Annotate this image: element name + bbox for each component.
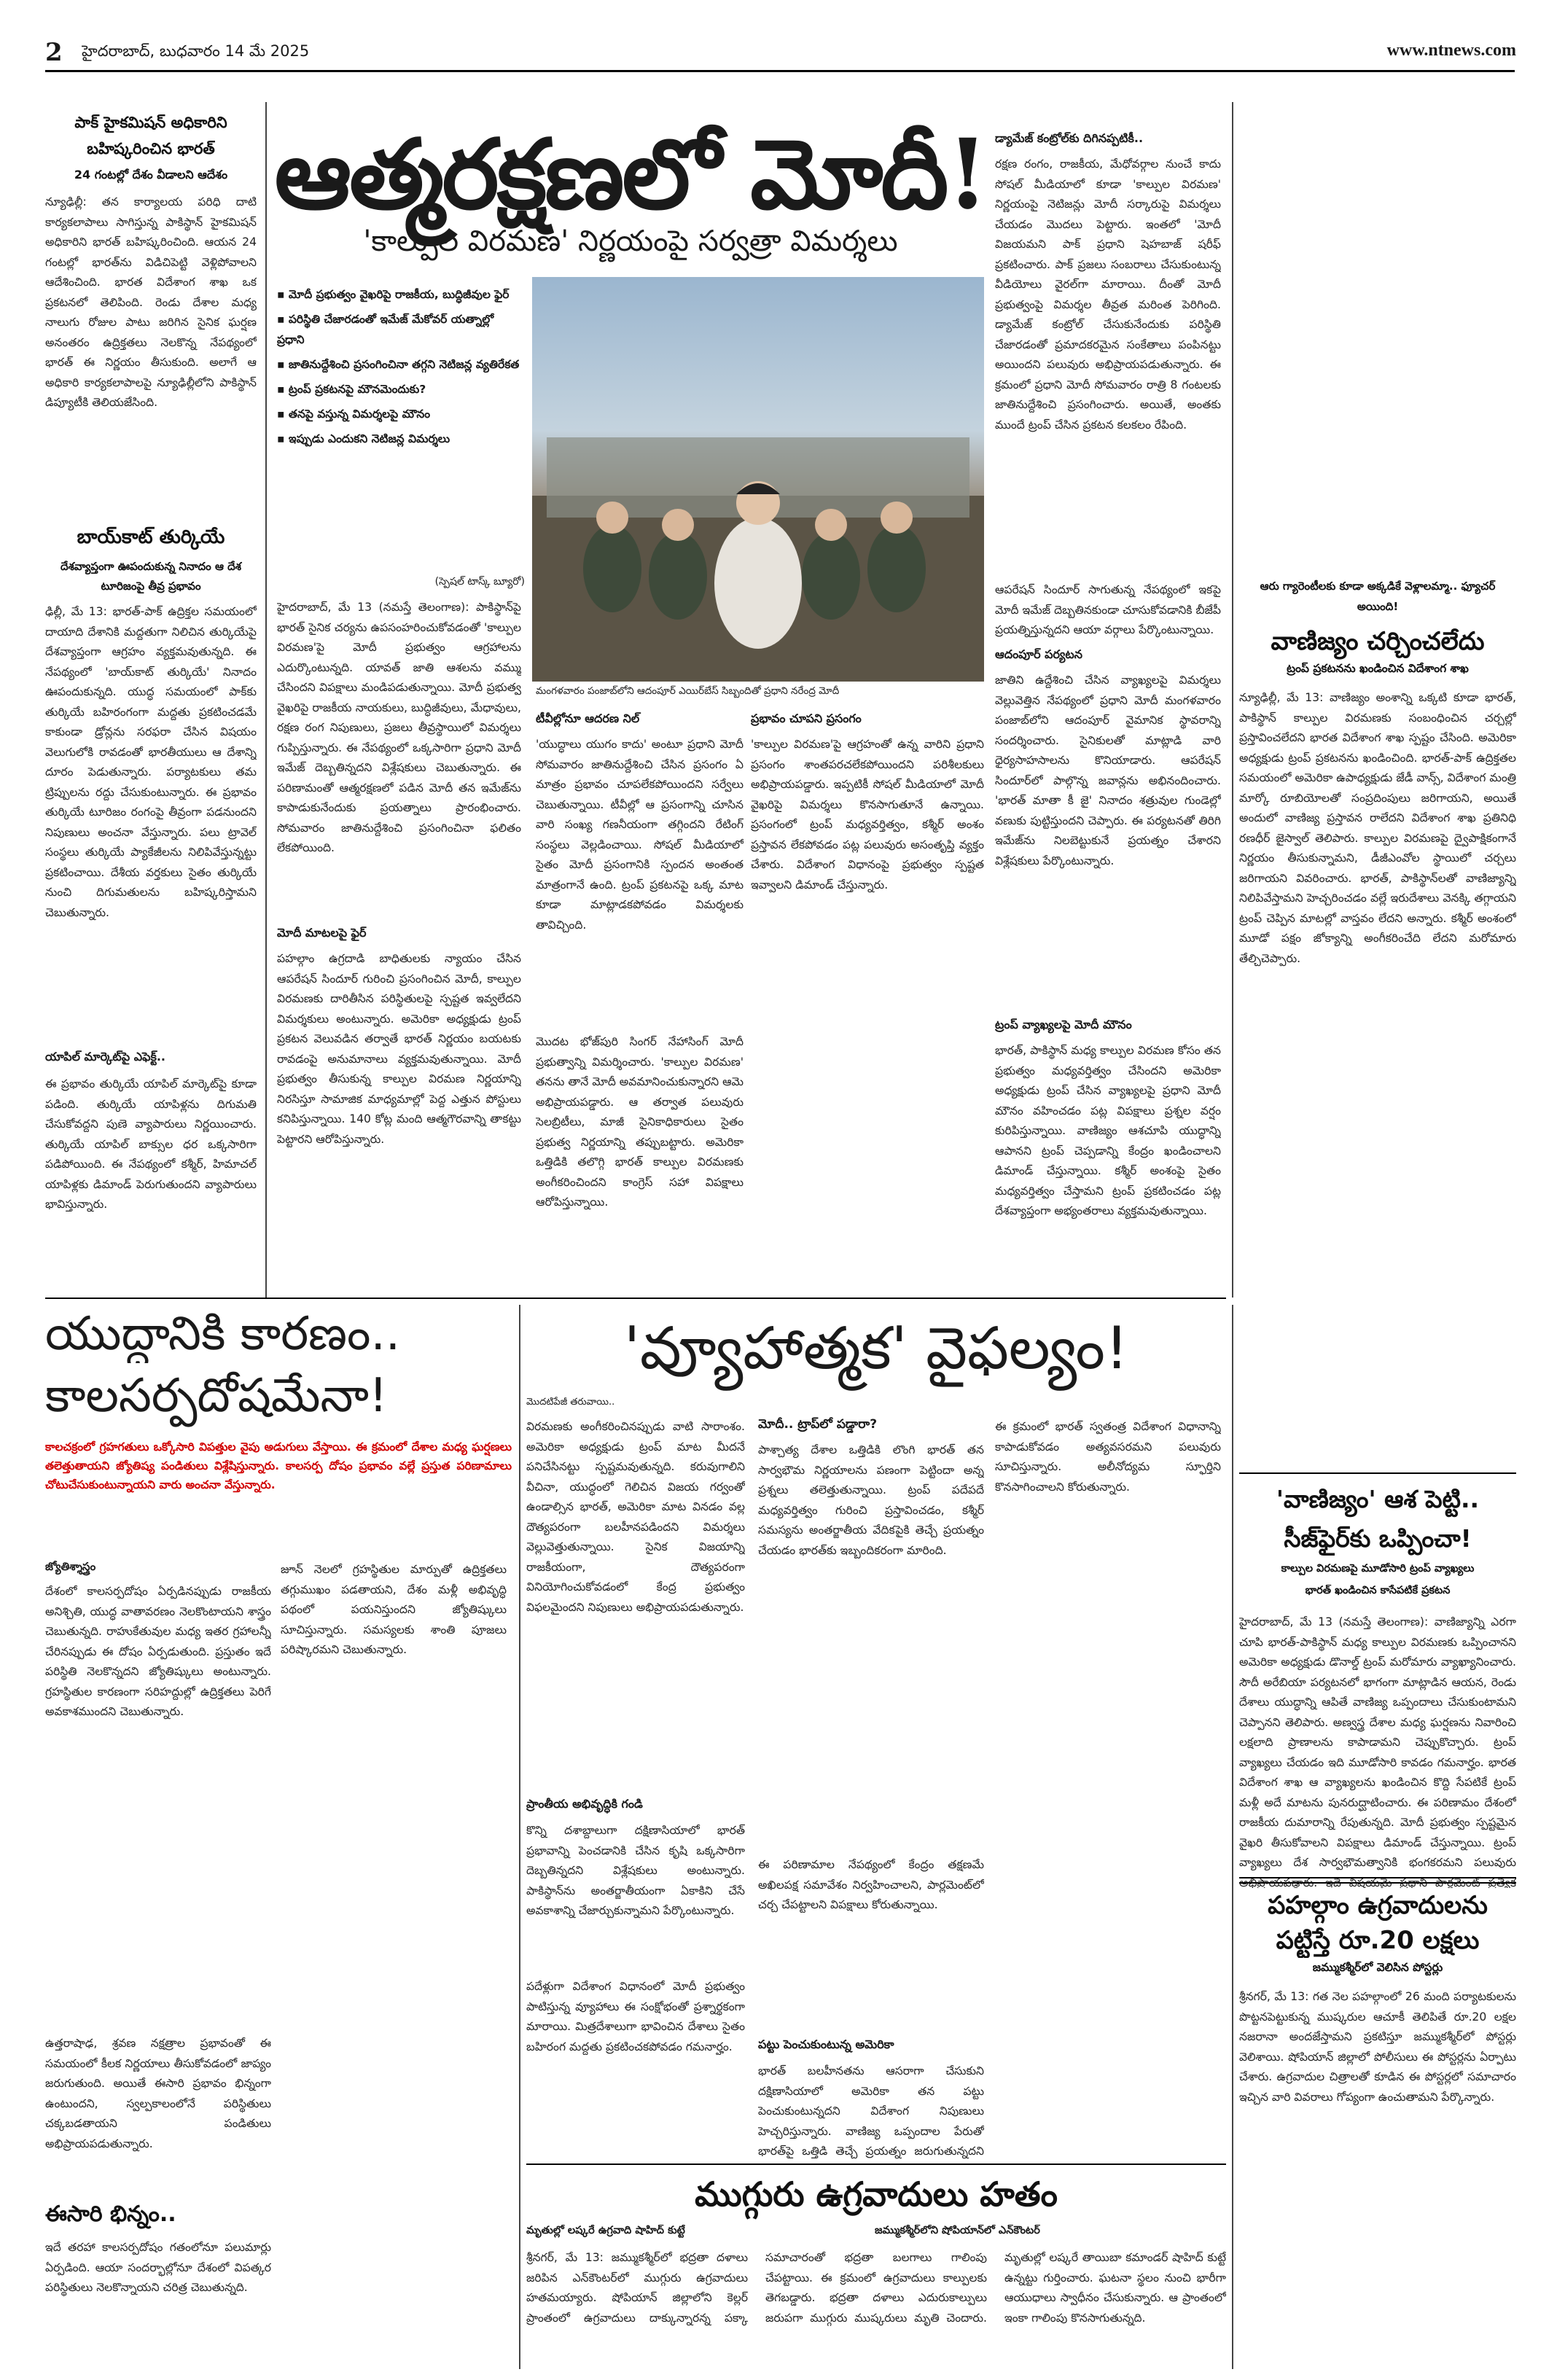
main-body-h: జాతిని ఉద్దేశించి చేసిన వ్యాఖ్యలపై విమర్… xyxy=(995,674,1221,867)
photo-caption: మంగళవారం పంజాబ్‌లోని ఆదంపూర్‌ ఎయిర్‌బేస్… xyxy=(536,685,840,697)
bullet-text: ట్రంప్‌ ప్రకటనపై మౌనమెందుకు? xyxy=(288,383,426,396)
section-rule xyxy=(526,2164,1226,2165)
astro-byline: జ్యోతిశ్శాస్త్రం xyxy=(45,1560,96,1573)
main-byline: (స్పెషల్‌ టాస్క్‌ బ్యూరో) xyxy=(434,576,525,588)
right-mid-headline: 'వాణిజ్యం' ఆశ పెట్టి.. సీజ్‌ఫైర్‌కు ఒప్ప… xyxy=(1276,1485,1480,1553)
col1-top-headline: పాక్‌ హైకమిషన్‌ అధికారిని బహిష్కరించిన భ… xyxy=(74,114,227,157)
main-sub-c: టీవీల్లోనూ ఆదరణ నిల్‌ xyxy=(536,711,640,725)
strategy-kicker: మొదటిపేజీ తరువాయి.. xyxy=(526,1397,615,1408)
right-bottom-subhead: జమ్ముకశ్మీర్‌లో వెలిసిన పోస్టర్లు xyxy=(1239,1961,1516,1981)
terrorist-headline: ముగ్గురు ఉగ్రవాదులు హతం xyxy=(695,2174,1058,2214)
strategy-sub2: ప్రాంతీయ అభివృద్ధికి గండి xyxy=(526,1797,643,1811)
main-body-g: ఆపరేషన్‌ సిందూర్‌ సాగుతున్న నేపథ్యంలో ఇక… xyxy=(995,583,1221,636)
main-body-b: పహల్గాం ఉగ్రదాడి బాధితులకు న్యాయం చేసిన … xyxy=(277,952,521,1146)
section-rule xyxy=(1239,1882,1516,1884)
astro-body-1: దేశంలో కాలసర్పదోషం ఏర్పడినప్పుడు రాజకీయ … xyxy=(45,1585,271,1718)
column-divider xyxy=(1232,102,1233,1298)
main-body-e: 'కాల్పుల విరమణ'పై ఆగ్రహంతో ఉన్న వారిని ప… xyxy=(751,738,984,891)
column-divider xyxy=(1232,1305,1233,2369)
astro-body-2: ఇదే తరహా కాలసర్పదోషం గతంలోనూ పలుమార్లు ఏ… xyxy=(45,2241,271,2294)
strategy-body-3: పదేళ్లుగా విదేశాంగ విధానంలో మోదీ ప్రభుత్… xyxy=(526,1980,745,2053)
right-bottom-body: శ్రీనగర్‌, మే 13: గత నెల పహల్గాంలో 26 మం… xyxy=(1239,1987,1516,2366)
section-rule xyxy=(1239,1877,1516,1878)
bullet-text: పరిస్థితి చేజారడంతో ఇమేజ్‌ మేకోవర్‌ యత్న… xyxy=(277,313,494,346)
strategy-body-7: ఈ క్రమంలో భారత్‌ స్వతంత్ర విదేశాంగ విధాన… xyxy=(995,1420,1221,1494)
astro-body-4: జూన్‌ నెలలో గ్రహస్థితుల మార్పుతో ఉద్రిక్… xyxy=(281,1563,507,1656)
main-body-c: 'యుద్ధాలు యుగం కాదు' అంటూ ప్రధాని మోదీ స… xyxy=(536,738,744,932)
bullet-text: తనపై వస్తున్న విమర్శలపై మౌనం xyxy=(288,407,431,421)
strategy-sub3: మోదీ.. ట్రాప్‌లో పడ్డారా? xyxy=(758,1417,878,1432)
right-kicker: ఆరు గ్యారెంటీలకు కూడా అక్కడికే వెళ్లాలమ్… xyxy=(1260,580,1496,613)
astro-sub2: ఈసారి భిన్నం.. xyxy=(45,2201,176,2227)
bullet-item: ▪ మోదీ ప్రభుత్వం వైఖరిపై రాజకీయ, బుద్ధిజ… xyxy=(277,288,510,301)
terrorist-subhead: మృతుల్లో లష్కరే ఉగ్రవాది షాహిద్‌ కుట్టే xyxy=(526,2225,685,2236)
strategy-body-2: కొన్ని దశాబ్దాలుగా దక్షిణాసియాలో భారత్‌ … xyxy=(526,1824,745,1917)
bullet-item: ▪ ట్రంప్‌ ప్రకటనపై మౌనమెందుకు? xyxy=(277,383,426,396)
bullet-text: జాతినుద్దేశించి ప్రసంగించినా తగ్గని నెటి… xyxy=(288,358,520,371)
strategy-headline: 'వ్యూహాత్మక' వైఫల్యం! xyxy=(623,1314,1129,1382)
astro-headline-2: కాలసర్పదోషమేనా! xyxy=(45,1369,388,1423)
right-mid-subhead2: భారత్‌ ఖండించిన కాసేపటికే ప్రకటన xyxy=(1305,1585,1451,1596)
website-link[interactable]: www.ntnews.com xyxy=(1386,41,1516,60)
bullet-item: ▪ జాతినుద్దేశించి ప్రసంగించినా తగ్గని నె… xyxy=(277,358,520,371)
strategy-body-1: విరమణకు అంగీకరించినప్పుడు వాటి సారాంశం. … xyxy=(526,1420,745,1614)
boycott-sub2: యాపిల్‌ మార్కెట్‌పై ఎఫెక్ట్‌.. xyxy=(45,1050,165,1064)
main-sub-h: ఆదంపూర్‌ పర్యటన xyxy=(995,647,1082,661)
strategy-sub4: పట్టు పెంచుకుంటున్న అమెరికా xyxy=(758,2037,894,2051)
strategy-body-6: భారత్‌ బలహీనతను ఆసరాగా చేసుకుని దక్షిణాస… xyxy=(758,2064,984,2158)
photo-illustration xyxy=(532,437,984,682)
boycott-headline: బాయ్‌కాట్‌ తుర్కియే xyxy=(77,526,225,548)
main-sub-b: మోదీ మాటలపై ఫైర్‌ xyxy=(277,926,367,940)
bullet-text: మోదీ ప్రభుత్వం వైఖరిపై రాజకీయ, బుద్ధిజీవ… xyxy=(288,288,510,301)
main-bullets: ▪ మోదీ ప్రభుత్వం వైఖరిపై రాజకీయ, బుద్ధిజ… xyxy=(277,284,525,576)
main-sub-i: ట్రంప్‌ వ్యాఖ్యలపై మోదీ మౌనం xyxy=(995,1018,1132,1031)
boycott-body: ఢిల్లీ, మే 13: భారత్‌-పాక్‌ ఉద్రిక్తల సమ… xyxy=(45,605,257,919)
main-sub-f: డ్యామేజ్‌ కంట్రోల్‌కు దిగినప్పటికీ.. xyxy=(995,131,1144,145)
col1-top-body: న్యూఢిల్లీ: తన కార్యాలయ పరిధి దాటి కార్య… xyxy=(45,195,257,409)
main-sub-e: ప్రభావం చూపని ప్రసంగం xyxy=(751,711,862,725)
right-box-headline: వాణిజ్యం చర్చించలేదు xyxy=(1271,627,1485,656)
main-subheadline: 'కాల్పుల విరమణ' నిర్ణయంపై సర్వత్రా విమర్… xyxy=(363,225,898,258)
main-body-a: హైదరాబాద్‌, మే 13 (నమస్తే తెలంగాణ): పాకి… xyxy=(277,601,521,854)
location-date: హైదరాబాద్‌, బుధవారం 14 మే 2025 xyxy=(82,42,310,60)
right-box-subhead: ట్రంప్‌ ప్రకటనను ఖండించిన విదేశాంగ శాఖ xyxy=(1287,662,1469,675)
boycott-body2: ఈ ప్రభావం తుర్కియే యాపిల్‌ మార్కెట్‌పై క… xyxy=(45,1077,257,1211)
main-body-f: రక్షణ రంగం, రాజకీయ, మేధోవర్గాల నుంచే కాద… xyxy=(995,157,1221,432)
bullet-item: ▪ తనపై వస్తున్న విమర్శలపై మౌనం xyxy=(277,407,431,421)
section-rule xyxy=(1239,1472,1516,1474)
main-photo xyxy=(532,277,984,682)
bullet-item: ▪ ఇప్పుడు ఎందుకని నెటిజన్ల విమర్శలు xyxy=(277,432,450,445)
terrorist-body: శ్రీనగర్‌, మే 13: జమ్ముకశ్మీర్‌లో భద్రతా… xyxy=(526,2251,1226,2325)
right-bottom-headline: పహల్గాం ఉగ్రవాదులను పట్టిస్తే రూ.20 లక్ష… xyxy=(1239,1888,1516,1958)
right-mid-subhead: కాల్పుల విరమణపై మూడోసారి ట్రంప్‌ వ్యాఖ్య… xyxy=(1281,1563,1475,1575)
page-number: 2 xyxy=(45,38,63,67)
col1-top-subhead: 24 గంటల్లో దేశం వీడాలని ఆదేశం xyxy=(74,168,228,182)
column-divider xyxy=(519,1305,520,2369)
main-body-i: భారత్‌, పాకిస్థాన్‌ మధ్య కాల్పుల విరమణ క… xyxy=(995,1044,1221,1217)
boycott-subhead: దేశవ్యాప్తంగా ఊపందుకున్న నినాదం ఆ దేశ టూ… xyxy=(60,560,241,593)
astro-body-3: ఉత్తరాషాఢ, శ్రవణ నక్షత్రాల ప్రభావంతో ఈ స… xyxy=(45,2037,271,2150)
header-rule xyxy=(45,70,1515,72)
strategy-body-5: ఈ పరిణామాల నేపథ్యంలో కేంద్రం తక్షణమే అఖి… xyxy=(758,1858,984,1911)
astro-kicker: కాలచక్రంలో గ్రహగతులు ఒక్కోసారి విపత్తుల … xyxy=(45,1440,512,1491)
column-divider xyxy=(265,102,267,1298)
bullet-item: ▪ పరిస్థితి చేజారడంతో ఇమేజ్‌ మేకోవర్‌ యత… xyxy=(277,313,494,346)
main-body-d: మొదట భోజ్‌పురి సింగర్‌ నేహాసింగ్‌ మోదీ ప… xyxy=(536,1035,744,1209)
astro-headline-1: యుద్ధానికి కారణం.. xyxy=(45,1307,401,1361)
right-box-body: న్యూఢిల్లీ, మే 13: వాణిజ్యం అంశాన్ని ఒక్… xyxy=(1239,691,1516,965)
bullet-text: ఇప్పుడు ఎందుకని నెటిజన్ల విమర్శలు xyxy=(288,432,450,445)
terrorist-subhead2: జమ్ముకశ్మీర్‌లోని షోపియాన్‌లో ఎన్‌కౌంటర్… xyxy=(875,2225,1040,2236)
strategy-body-4: పాశ్చాత్య దేశాల ఒత్తిడికి లొంగి భారత్‌ త… xyxy=(758,1443,984,1557)
section-rule xyxy=(45,1298,1226,1299)
main-headline: ఆత్మరక్షణలో మోదీ! xyxy=(274,118,988,231)
right-mid-body: హైదరాబాద్‌, మే 13 (నమస్తే తెలంగాణ): వాణి… xyxy=(1239,1615,1516,1909)
